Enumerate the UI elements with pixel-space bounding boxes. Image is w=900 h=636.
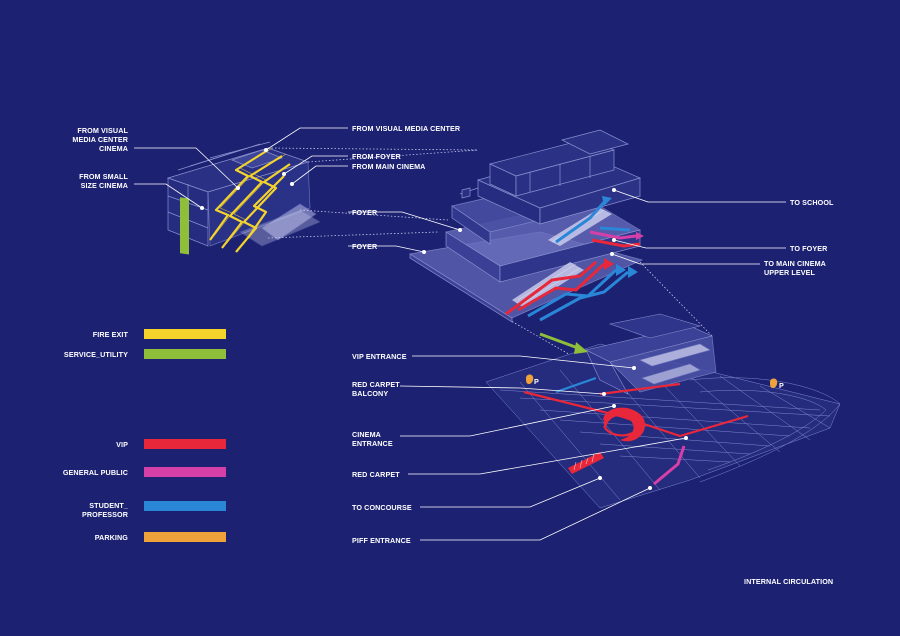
label-piff-entrance: PIFF ENTRANCE [352, 536, 411, 545]
label-from-main-cinema: FROM MAIN CINEMA [352, 162, 426, 171]
legend-swatch-vip [144, 439, 226, 449]
parking-marker-label: P [779, 381, 784, 390]
label-red-carpet: RED CARPET [352, 470, 400, 479]
circulation-arrows [505, 199, 641, 322]
legend-swatch-parking [144, 532, 226, 542]
fire-exit-stairs [209, 149, 291, 253]
label-cinema-entrance: CINEMA ENTRANCE [352, 430, 393, 448]
legend-label-vip: VIP [116, 440, 128, 449]
red-carpet-spiral [603, 408, 646, 442]
label-to-main-cinema-upper-level: TO MAIN CINEMA UPPER LEVEL [764, 259, 826, 277]
general-public-route-site [653, 445, 686, 486]
legend-label-parking: PARKING [94, 533, 128, 542]
label-vip-entrance: VIP ENTRANCE [352, 352, 407, 361]
label-from-foyer: FROM FOYER [352, 152, 401, 161]
service-utility-band [180, 197, 189, 255]
legend-label-student-professor: STUDENT_ PROFESSOR [81, 501, 128, 519]
label-red-carpet-balcony: RED CARPET BALCONY [352, 380, 400, 398]
service-arrow [539, 332, 588, 354]
lower-building [585, 313, 717, 395]
student-route-site [555, 376, 597, 394]
parking-markers [526, 374, 778, 388]
leader-dots [200, 148, 688, 490]
label-to-concourse: TO CONCOURSE [352, 503, 412, 512]
main-building [409, 129, 644, 323]
small-cinema-block [166, 141, 321, 247]
parking-marker-label: P [534, 377, 539, 386]
legend-label-fire-exit: FIRE EXIT [92, 330, 128, 339]
label-from-visual-media-center: FROM VISUAL MEDIA CENTER [352, 124, 461, 133]
legend-swatch-fire-exit [144, 329, 226, 339]
arrow-heads [602, 196, 644, 278]
legend-label-service-utility: SERVICE_UTILITY [63, 350, 128, 359]
label-to-school: TO SCHOOL [790, 198, 834, 207]
label-foyer-lower: FOYER [352, 242, 378, 251]
leader-lines [134, 127, 786, 541]
red-carpet-strip [568, 452, 604, 474]
legend-swatch-student-professor [144, 501, 226, 511]
legend-swatch-general-public [144, 467, 226, 477]
label-foyer-upper: FOYER [352, 208, 378, 217]
label-from-small-size-cinema: FROM SMALL SIZE CINEMA [79, 172, 128, 190]
legend-swatch-service-utility [144, 349, 226, 359]
label-from-visual-media-center-cinema: FROM VISUAL MEDIA CENTER CINEMA [72, 126, 128, 153]
legend-label-general-public: GENERAL PUBLIC [62, 468, 128, 477]
label-to-foyer: TO FOYER [790, 244, 828, 253]
caption: INTERNAL CIRCULATION [744, 577, 834, 586]
